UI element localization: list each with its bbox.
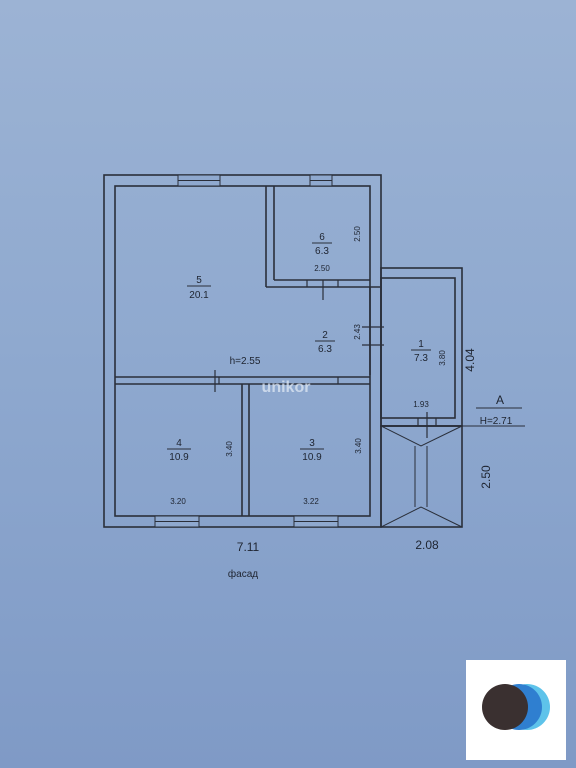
room-4-number: 4 [176,438,182,449]
main-width-dim: 7.11 [237,540,260,554]
facade-label: фасад [228,568,258,580]
porch [380,425,463,528]
room-4-3-divider [241,384,250,516]
room-5-number: 5 [196,275,202,286]
room-3-width-dim: 3.22 [303,497,319,506]
room-6-width-dim: 2.50 [314,264,330,273]
room-1-height-dim: 3.80 [438,350,447,366]
windows [154,174,339,528]
annex-total-height-dim: 4.04 [463,348,477,372]
room-6-number: 6 [319,232,325,243]
room-2-height-dim: 2.43 [353,324,362,340]
room-2-number: 2 [322,330,328,341]
room-4-area: 10.9 [169,452,189,463]
ceiling-height-main: h=2.55 [230,356,261,367]
room-4-width-dim: 3.20 [170,497,186,506]
annex-width-dim: 2.08 [415,538,439,552]
room-1-number: 1 [418,339,424,350]
brand-logo [466,660,566,760]
room-6-height-dim: 2.50 [353,226,362,242]
room-3-area: 10.9 [302,452,322,463]
room-5-area: 20.1 [189,290,209,301]
room-1-area: 7.3 [414,353,428,364]
room-4-height-dim: 3.40 [225,441,234,457]
room-3-number: 3 [309,438,315,449]
corridor-wall [115,376,370,385]
porch-height-dim: 2.50 [479,465,493,489]
watermark: unikor [262,379,311,396]
doors [214,280,339,392]
room-2-area: 6.3 [318,344,332,355]
dimension-lines [461,268,525,427]
room-6-area: 6.3 [315,246,329,257]
section-letter: А [496,393,504,407]
room-3-height-dim: 3.40 [354,438,363,454]
room-1-width-dim: 1.93 [413,400,429,409]
logo-circle-dark [482,684,528,730]
ceiling-height-annex: H=2.71 [480,416,513,427]
